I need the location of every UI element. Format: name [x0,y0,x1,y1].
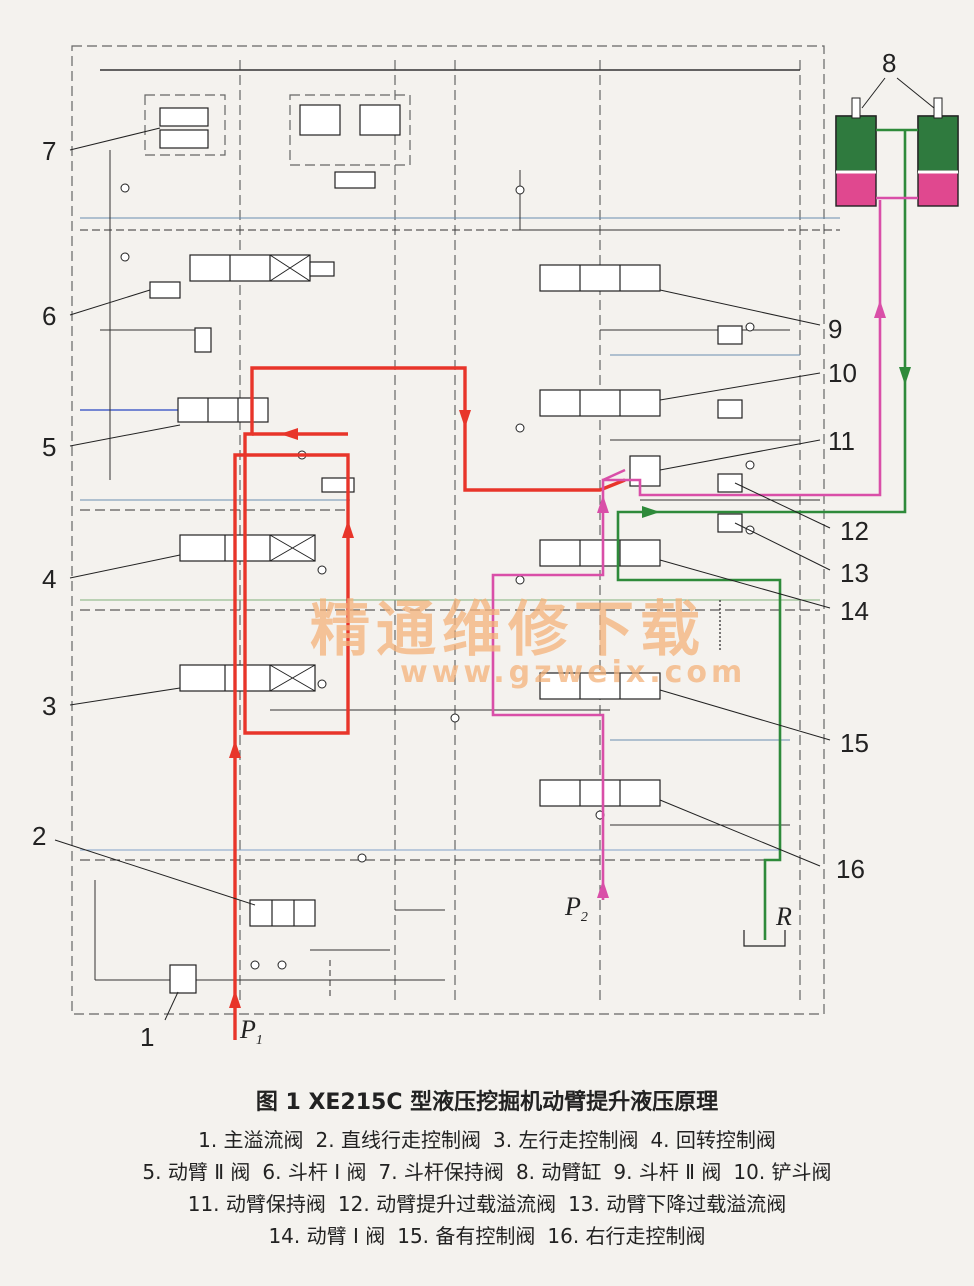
label-8: 8 [882,48,896,78]
label-11: 11 [828,426,855,456]
label-5: 5 [42,432,56,462]
caption-line-1: 1. 主溢流阀 2. 直线行走控制阀 3. 左行走控制阀 4. 回转控制阀 [0,1124,974,1156]
port-p1: P1 [239,1015,263,1048]
boom-cylinders [835,97,959,207]
port-r: R [775,902,792,931]
return-line [616,130,911,940]
legend-item: 6. 斗杆 Ⅰ 阀 [262,1160,367,1184]
caption-line-4: 14. 动臂 Ⅰ 阀 15. 备有控制阀 16. 右行走控制阀 [0,1220,974,1252]
watermark-url: www.gzweix.com [400,655,746,690]
spool-valves-right [539,264,743,807]
label-6: 6 [42,301,56,331]
legend-item: 13. 动臂下降过载溢流阀 [568,1192,787,1216]
port-labels: P1 P2 R [239,892,792,1048]
legend-item: 12. 动臂提升过载溢流阀 [337,1192,557,1216]
legend-item: 4. 回转控制阀 [650,1128,776,1152]
legend-item: 9. 斗杆 Ⅱ 阀 [613,1160,722,1184]
legend-item: 15. 备有控制阀 [397,1224,536,1248]
port-p2: P2 [564,892,588,925]
watermark: 精通维修下载 www.gzweix.com [310,595,746,690]
legend-item: 2. 直线行走控制阀 [315,1128,481,1152]
leader-lines [54,77,935,1021]
label-7: 7 [42,136,56,166]
pump-p1-pressure-line [229,366,626,1040]
label-10: 10 [828,358,857,388]
label-13: 13 [840,558,869,588]
legend-item: 3. 左行走控制阀 [493,1128,639,1152]
legend-item: 5. 动臂 Ⅱ 阀 [142,1160,251,1184]
spool-valves-left [149,104,401,994]
label-15: 15 [840,728,869,758]
label-16: 16 [836,854,865,884]
label-12: 12 [840,516,869,546]
legend-item: 16. 右行走控制阀 [547,1224,706,1248]
hydraulic-schematic: 7 6 5 4 3 2 1 8 9 10 11 12 13 14 15 16 P… [32,45,959,1052]
label-3: 3 [42,691,56,721]
label-14: 14 [840,596,869,626]
figure-caption: 图 1 XE215C 型液压挖掘机动臂提升液压原理 1. 主溢流阀 2. 直线行走… [0,1084,974,1252]
legend-item: 7. 斗杆保持阀 [378,1160,504,1184]
legend-item: 14. 动臂 Ⅰ 阀 [268,1224,386,1248]
legend-item: 11. 动臂保持阀 [187,1192,326,1216]
label-9: 9 [828,314,842,344]
label-1: 1 [140,1022,154,1052]
caption-line-2: 5. 动臂 Ⅱ 阀 6. 斗杆 Ⅰ 阀 7. 斗杆保持阀 8. 动臂缸 9. 斗杆 Ⅱ … [0,1156,974,1188]
watermark-cn: 精通维修下载 [310,595,706,665]
label-4: 4 [42,564,56,594]
pilot-lines [80,69,840,1000]
valve-block-frame [71,45,825,1015]
check-valves [120,183,755,970]
legend-item: 8. 动臂缸 [515,1160,602,1184]
caption-title: 图 1 XE215C 型液压挖掘机动臂提升液压原理 [255,1090,719,1115]
spool-valve-cross-marks [269,254,661,807]
legend-item: 1. 主溢流阀 [198,1128,304,1152]
legend-item: 10. 铲斗阀 [733,1160,832,1184]
part-number-labels: 7 6 5 4 3 2 1 8 9 10 11 12 13 14 15 16 [32,48,896,1052]
label-2: 2 [32,821,46,851]
caption-line-3: 11. 动臂保持阀 12. 动臂提升过载溢流阀 13. 动臂下降过载溢流阀 [0,1188,974,1220]
